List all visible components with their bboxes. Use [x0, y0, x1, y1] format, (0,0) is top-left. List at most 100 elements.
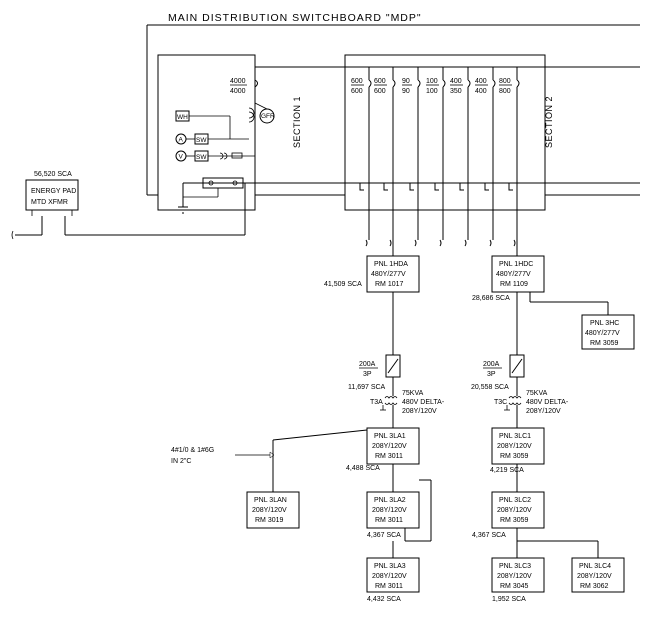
panel-1hda-sca: 41,509 SCA [324, 281, 362, 288]
ammeter-switch-label: SW [196, 137, 207, 144]
voltmeter-switch-label: SW [196, 154, 207, 161]
panel-3la1-room: RM 3011 [375, 453, 403, 460]
diagram-title: MAIN DISTRIBUTION SWITCHBOARD "MDP" [168, 12, 422, 24]
panel-3la3-voltage: 208Y/120V [372, 573, 407, 580]
branch-c-sca: 20,558 SCA [471, 384, 509, 391]
panel-3la1-voltage: 208Y/120V [372, 443, 407, 450]
panel-1hda-name: PNL 1HDA [374, 261, 408, 268]
gfr-lead [254, 102, 268, 110]
panel-3lc1 [491, 427, 545, 465]
section-2-label: SECTION 2 [544, 96, 554, 148]
feeder-to-3lan [272, 429, 368, 441]
panel-1hdc-sca: 28,686 SCA [472, 295, 510, 302]
main-breaker-rating-top: 4000 [230, 78, 246, 85]
panel-3lc4-voltage: 208Y/120V [577, 573, 612, 580]
panel-1hdc-voltage: 480Y/277V [496, 271, 531, 278]
panel-3lan-room: RM 3019 [255, 517, 284, 524]
conduit-note-arrowhead [269, 451, 275, 459]
branch-a-breaker: 200A [359, 361, 376, 368]
panel-3lan [246, 491, 300, 529]
primary-break-mark [11, 230, 14, 240]
branch-c-primary: 480V DELTA- [526, 399, 569, 406]
ct-coil [248, 107, 255, 123]
branch-c-xfmr-coils [508, 396, 522, 405]
feeder-3-rating-top: 90 [402, 78, 410, 85]
panel-3lc3 [491, 557, 545, 593]
panel-3lc1-voltage: 208Y/120V [497, 443, 532, 450]
branch-a-sca: 11,697 SCA [348, 384, 386, 391]
branch-c-poles: 3P [487, 371, 496, 378]
feeder-7-rating-bottom: 800 [499, 88, 511, 95]
panel-3lc2-voltage: 208Y/120V [497, 507, 532, 514]
panel-3lc4 [571, 557, 625, 593]
feeder-breaker-4: 100 100 [426, 78, 439, 95]
branch-a-kva: 75KVA [402, 390, 424, 397]
wh-meter-label: WH [177, 114, 188, 121]
main-breaker-symbol [254, 79, 258, 88]
branch-a-xfmr-coils [384, 396, 398, 405]
branch-c-kva: 75KVA [526, 390, 548, 397]
panel-3lc4-room: RM 3062 [580, 583, 609, 590]
feeder-drops [359, 67, 520, 247]
panel-3lan-voltage: 208Y/120V [252, 507, 287, 514]
feeder-breaker-3: 90 90 [402, 78, 412, 95]
panel-3lc3-voltage: 208Y/120V [497, 573, 532, 580]
xfmr-line-1: ENERGY PAD [31, 188, 76, 195]
feeder-breaker-5: 400 350 [450, 78, 463, 95]
conduit-note-line-1: 4#1/0 & 1#6G [171, 447, 214, 454]
panel-3la1-sca: 4,488 SCA [346, 465, 380, 472]
feeder-breaker-6: 400 400 [475, 78, 488, 95]
panel-3la3-name: PNL 3LA3 [374, 563, 406, 570]
panel-3la2-room: RM 3011 [375, 517, 403, 524]
feeder-breaker-7: 800 800 [499, 78, 512, 95]
panel-3lc1-sca: 4,219 SCA [490, 467, 524, 474]
feeder-6-rating-top: 400 [475, 78, 487, 85]
branch-a-poles: 3P [363, 371, 372, 378]
feeder-5-rating-top: 400 [450, 78, 462, 85]
panel-1hda-voltage: 480Y/277V [371, 271, 406, 278]
feeder-1-rating-bottom: 600 [351, 88, 363, 95]
branch-c-xfmr-id: T3C [494, 399, 507, 406]
branch-a-secondary: 208Y/120V [402, 408, 437, 415]
branch-c-breaker: 200A [483, 361, 500, 368]
conduit-note-line-2: IN 2"C [171, 458, 191, 465]
panel-1hda-room: RM 1017 [375, 281, 404, 288]
panel-3la2-voltage: 208Y/120V [372, 507, 407, 514]
feeder-6-rating-bottom: 400 [475, 88, 487, 95]
panel-3lc1-room: RM 3059 [500, 453, 529, 460]
panel-3la2-sca: 4,367 SCA [367, 532, 401, 539]
panel-3hc-voltage: 480Y/277V [585, 330, 620, 337]
feeder-7-rating-top: 800 [499, 78, 511, 85]
panel-3la2-name: PNL 3LA2 [374, 497, 406, 504]
panel-3lc3-sca: 1,952 SCA [492, 596, 526, 603]
panel-3la2 [366, 491, 420, 529]
xfmr-line-2: MTD XFMR [31, 199, 68, 206]
voltmeter-label: V [179, 154, 184, 161]
panel-3la3 [366, 557, 420, 593]
feeder-1-rating-top: 600 [351, 78, 363, 85]
branch-a-xfmr-id: T3A [370, 399, 383, 406]
panel-3lc1-name: PNL 3LC1 [499, 433, 531, 440]
panel-3lc2-name: PNL 3LC2 [499, 497, 531, 504]
panel-3lc3-room: RM 3045 [500, 583, 529, 590]
panel-3hc [581, 314, 635, 350]
panel-3hc-name: PNL 3HC [590, 320, 619, 327]
feeder-4-rating-bottom: 100 [426, 88, 438, 95]
feeder-2-rating-top: 600 [374, 78, 386, 85]
section-2-box [344, 54, 546, 211]
panel-3lc2-room: RM 3059 [500, 517, 529, 524]
panel-1hdc-name: PNL 1HDC [499, 261, 533, 268]
branch-c-disconnect-blade [511, 358, 523, 374]
section-1-label: SECTION 1 [292, 96, 302, 148]
main-breaker-rating-bottom: 4000 [230, 88, 246, 95]
xfmr-sca: 56,520 SCA [34, 171, 72, 178]
panel-3hc-room: RM 3059 [590, 340, 619, 347]
feeder-2-rating-bottom: 600 [374, 88, 386, 95]
panel-3lc4-name: PNL 3LC4 [579, 563, 611, 570]
panel-3lan-name: PNL 3LAN [254, 497, 287, 504]
pt-fuse [231, 152, 243, 159]
branch-a-primary: 480V DELTA- [402, 399, 445, 406]
ammeter-label: A [179, 137, 184, 144]
